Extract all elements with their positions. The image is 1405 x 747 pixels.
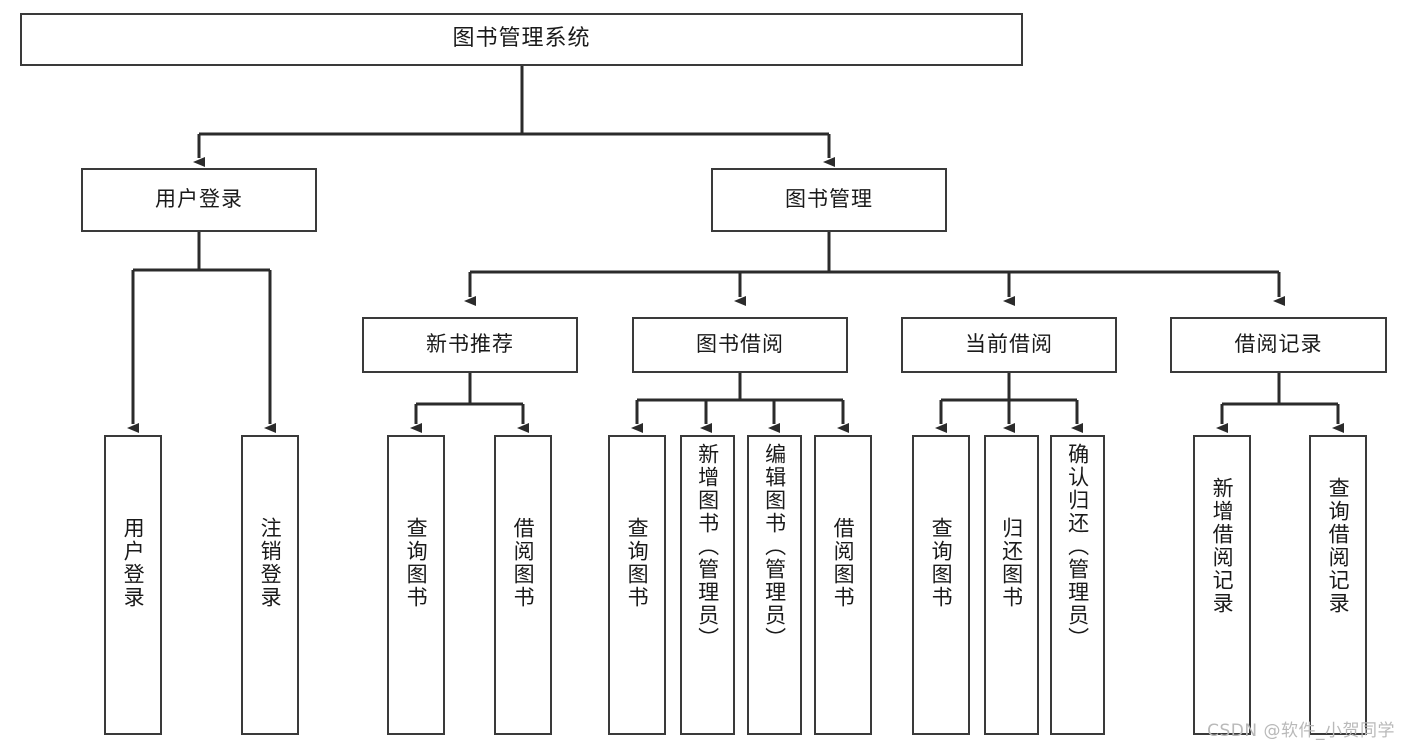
node-borrow-record[interactable]: 借阅记录 (1170, 317, 1387, 373)
leaf-user-logout-label: 注销登录 (258, 517, 283, 609)
leaf-confirm-return-admin[interactable]: 确认归还（管理员） (1050, 435, 1105, 735)
leaf-query-borrow-record[interactable]: 查询借阅记录 (1309, 435, 1367, 735)
node-current-borrow-label: 当前借阅 (965, 332, 1053, 357)
leaf-query-book-3-label: 查询图书 (929, 517, 954, 609)
leaf-borrow-book-2[interactable]: 借阅图书 (814, 435, 872, 735)
watermark: CSDN @软件_小贺同学 (1207, 721, 1395, 741)
leaf-borrow-book-1[interactable]: 借阅图书 (494, 435, 552, 735)
leaf-user-login-label: 用户登录 (121, 517, 146, 609)
node-book-borrow[interactable]: 图书借阅 (632, 317, 848, 373)
leaf-add-borrow-record[interactable]: 新增借阅记录 (1193, 435, 1251, 735)
node-current-borrow[interactable]: 当前借阅 (901, 317, 1117, 373)
leaf-query-book-2-label: 查询图书 (625, 517, 650, 609)
leaf-query-book-3[interactable]: 查询图书 (912, 435, 970, 735)
leaf-query-book-1[interactable]: 查询图书 (387, 435, 445, 735)
leaf-borrow-book-1-label: 借阅图书 (511, 517, 536, 609)
node-book-management-label: 图书管理 (785, 187, 873, 212)
leaf-user-logout[interactable]: 注销登录 (241, 435, 299, 735)
leaf-edit-book-admin[interactable]: 编辑图书（管理员） (747, 435, 802, 735)
leaf-edit-book-admin-label: 编辑图书（管理员） (762, 443, 787, 650)
leaf-add-borrow-record-label: 新增借阅记录 (1210, 477, 1235, 615)
node-borrow-record-label: 借阅记录 (1234, 332, 1323, 357)
leaf-query-book-2[interactable]: 查询图书 (608, 435, 666, 735)
node-new-book-recommend[interactable]: 新书推荐 (362, 317, 578, 373)
node-root[interactable]: 图书管理系统 (20, 13, 1023, 66)
leaf-return-book-label: 归还图书 (999, 517, 1024, 609)
leaf-add-book-admin[interactable]: 新增图书（管理员） (680, 435, 735, 735)
node-new-book-recommend-label: 新书推荐 (426, 332, 514, 357)
leaf-return-book[interactable]: 归还图书 (984, 435, 1039, 735)
leaf-user-login[interactable]: 用户登录 (104, 435, 162, 735)
leaf-borrow-book-2-label: 借阅图书 (831, 517, 856, 609)
leaf-confirm-return-admin-label: 确认归还（管理员） (1065, 443, 1090, 650)
leaf-query-book-1-label: 查询图书 (404, 517, 429, 609)
leaf-add-book-admin-label: 新增图书（管理员） (695, 443, 720, 650)
node-book-borrow-label: 图书借阅 (696, 332, 784, 357)
node-user-login-label: 用户登录 (155, 187, 243, 212)
node-book-management[interactable]: 图书管理 (711, 168, 947, 232)
leaf-query-borrow-record-label: 查询借阅记录 (1326, 477, 1351, 615)
node-user-login[interactable]: 用户登录 (81, 168, 317, 232)
node-root-label: 图书管理系统 (452, 26, 591, 52)
